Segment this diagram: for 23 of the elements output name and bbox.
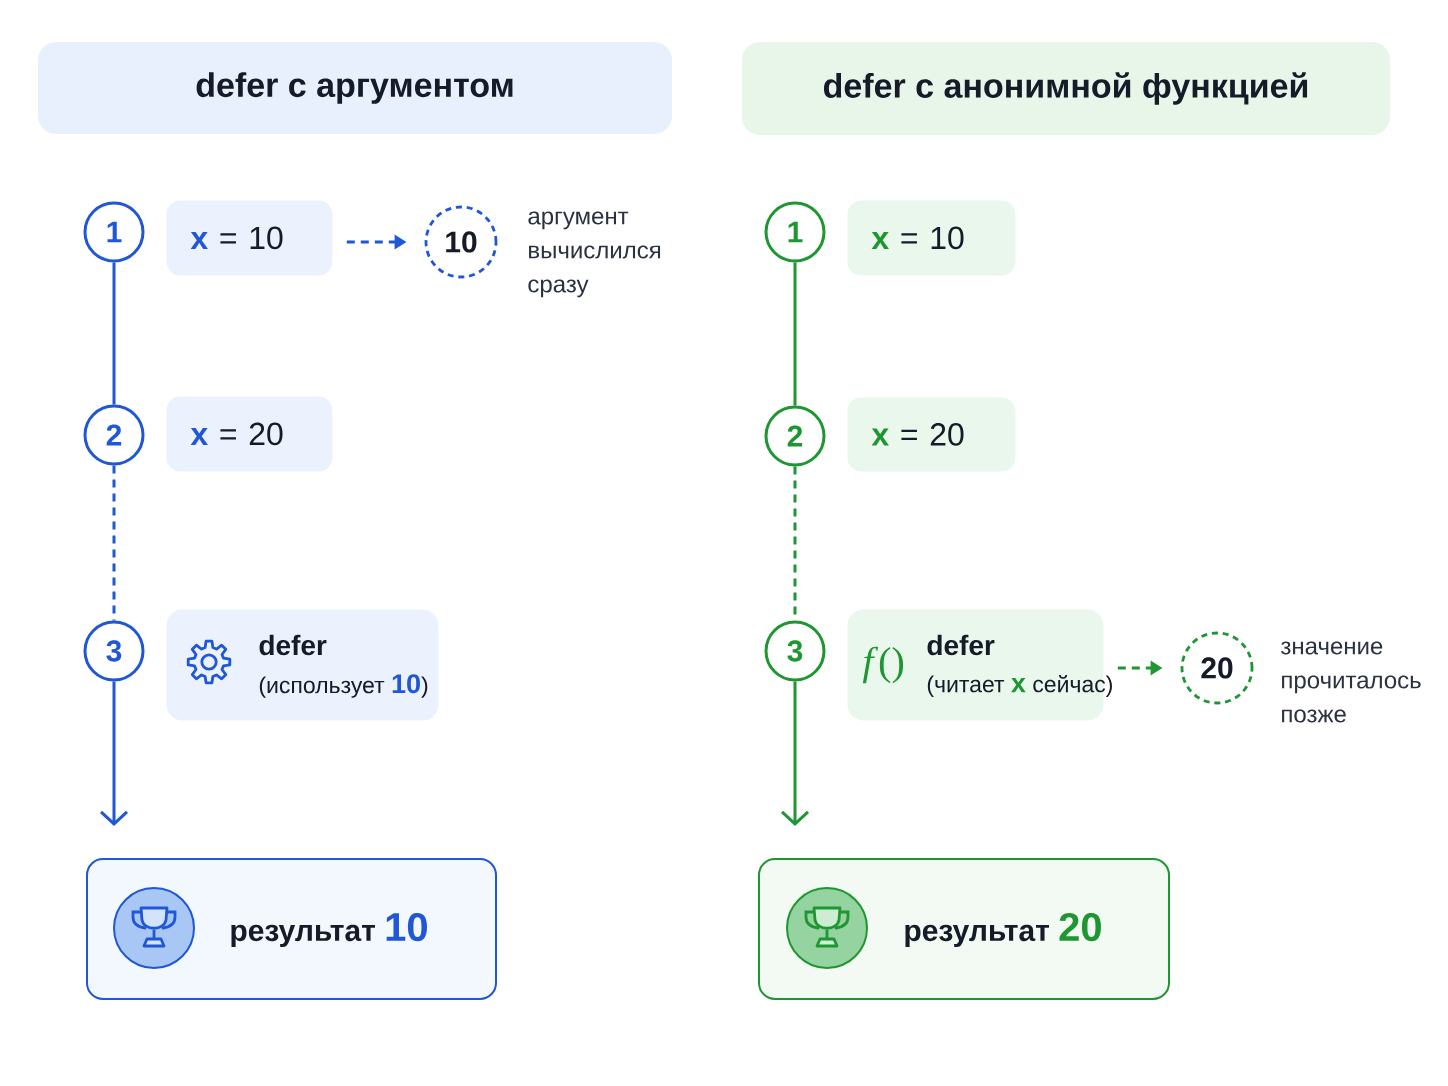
note-text: значение прочиталось позже — [1280, 641, 1421, 723]
step-box — [166, 609, 439, 721]
note-text: (использует 10) — [259, 674, 428, 698]
result-box — [86, 858, 497, 1000]
connector-line — [112, 465, 116, 621]
header-band: defer с анонимной функцией — [742, 42, 1390, 135]
code-box: x = 20 — [166, 396, 333, 472]
note-text: аргумент вычислился сразу — [528, 211, 661, 298]
header-band: defer с аргументом — [38, 42, 672, 134]
note-text: (читает x сейчас) — [927, 675, 1112, 697]
code-box: x = 10 — [166, 200, 333, 276]
connector-line — [112, 262, 116, 405]
connector-line — [793, 262, 797, 406]
arrow — [100, 681, 128, 826]
result-text: результат 20 — [905, 912, 1101, 948]
function-symbol: f() — [862, 646, 903, 684]
result-box — [758, 858, 1170, 1000]
keyword-text: defer — [927, 634, 995, 656]
code-box: x = 20 — [847, 397, 1016, 472]
arrow — [781, 681, 810, 826]
code-box: x = 10 — [847, 200, 1016, 276]
keyword-text: defer — [259, 634, 327, 656]
result-text: результат 10 — [231, 912, 427, 948]
